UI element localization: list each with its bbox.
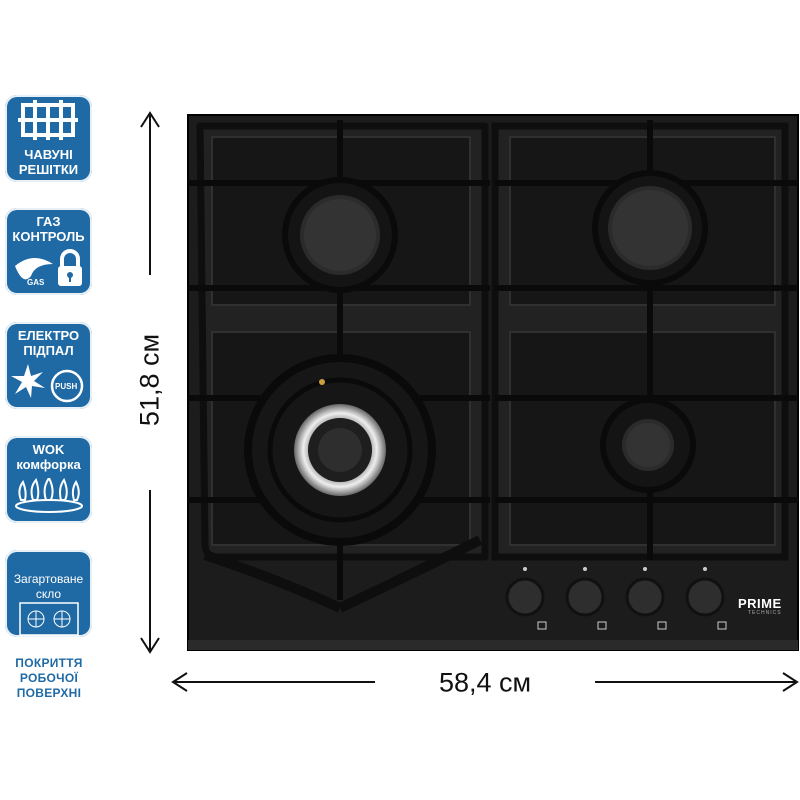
control-knobs[interactable] — [505, 567, 727, 630]
glass-icon — [19, 602, 79, 636]
wok-flame-icon — [15, 478, 83, 513]
brand-logo: PRIME — [738, 596, 782, 611]
width-dimension: 58,4 см — [438, 667, 532, 698]
push-icon-text: PUSH — [55, 382, 78, 391]
knob-3 — [625, 567, 667, 630]
gas-lock-icon — [15, 249, 82, 286]
knob-4 — [685, 567, 727, 630]
knob-1 — [505, 567, 547, 630]
burner-rear-right — [592, 170, 708, 286]
wok-burner — [244, 354, 436, 546]
gas-icon-text: GAS — [27, 278, 45, 287]
burner-rear-left — [282, 177, 398, 293]
brand-sub: TECHNICS — [748, 610, 782, 616]
burner-front-right — [600, 397, 696, 493]
grate-icon — [18, 100, 78, 140]
knob-2 — [565, 567, 607, 630]
push-button-icon — [50, 369, 84, 403]
spark-icon — [11, 364, 45, 398]
